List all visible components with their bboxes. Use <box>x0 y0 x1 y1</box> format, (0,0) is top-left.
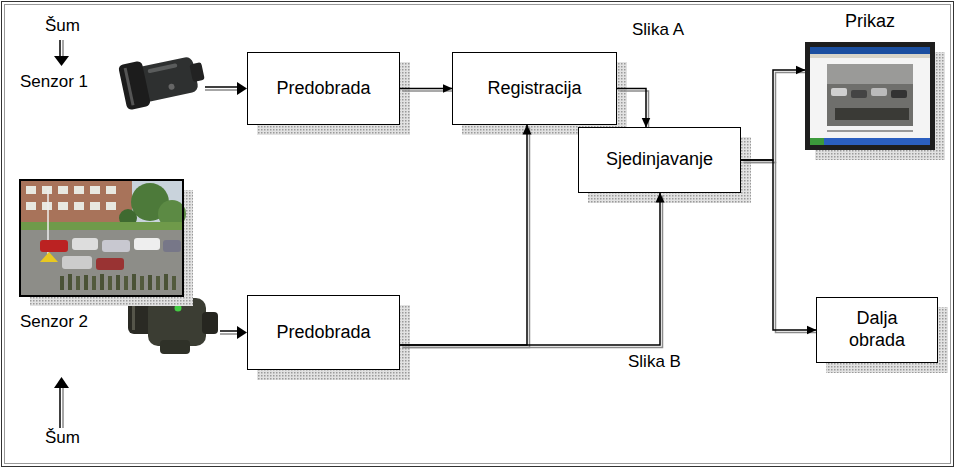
arrow-line <box>741 160 816 330</box>
process-box: Predobrada <box>247 295 400 370</box>
flow-arrow <box>741 160 819 333</box>
flow-arrow <box>400 89 455 92</box>
flow-arrow <box>400 125 530 348</box>
noise-label: Šum <box>43 16 82 36</box>
process-box: Sjedinjavanje <box>578 127 741 193</box>
process-box: Predobrada <box>247 52 400 125</box>
flow-arrow <box>741 70 808 163</box>
node-text: Sjedinjavanje <box>606 149 713 171</box>
sensor-arrow <box>205 82 247 95</box>
node-heading: Prikaz <box>845 11 895 31</box>
monitor-screen <box>805 42 935 150</box>
arrow-shade <box>744 73 808 163</box>
process-box: Registracija <box>452 52 617 125</box>
arrow-shade <box>403 90 455 92</box>
arrow-shade <box>620 91 649 130</box>
scene-photo <box>20 180 193 306</box>
image-label: Slika B <box>626 352 683 372</box>
display-heading: Prikaz <box>785 11 955 33</box>
arrow-line <box>400 88 452 90</box>
inner-frame <box>5 5 951 464</box>
noise-arrow <box>54 377 69 428</box>
arrow-shade <box>403 196 663 348</box>
arrow-line <box>741 70 805 160</box>
sensor-label: Senzor 2 <box>18 312 90 332</box>
noise-arrow <box>54 40 69 66</box>
display-monitor: Prikaz <box>805 42 935 150</box>
arrow-line <box>400 193 660 345</box>
node-text: Registracija <box>487 78 581 100</box>
flow-arrow <box>400 193 663 348</box>
sensor-arrow <box>220 326 247 339</box>
process-box: Dalja obrada <box>816 297 938 363</box>
arrow-line <box>617 89 646 128</box>
noise-label: Šum <box>43 428 82 448</box>
arrow-shade <box>744 163 819 333</box>
sensor-label: Senzor 1 <box>18 72 90 92</box>
arrow-shade <box>403 128 530 348</box>
node-text: Predobrada <box>276 322 370 344</box>
flow-arrow <box>617 89 649 130</box>
arrow-line <box>400 125 527 345</box>
camera-sensor <box>118 48 208 110</box>
node-text: Dalja obrada <box>841 308 913 351</box>
image-label: Slika A <box>630 20 686 40</box>
node-text: Predobrada <box>276 78 370 100</box>
